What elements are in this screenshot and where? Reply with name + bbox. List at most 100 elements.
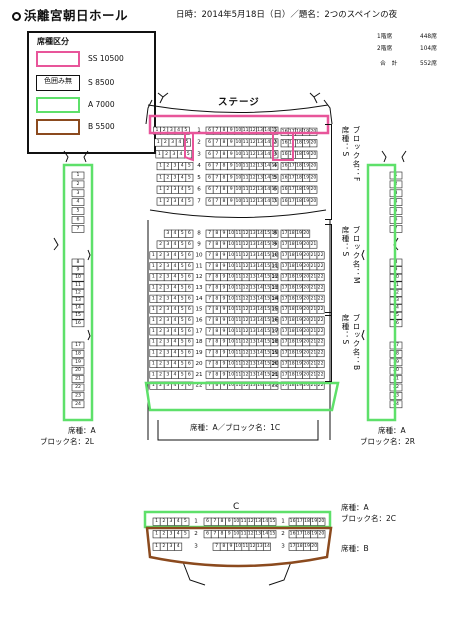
seat-number: 19 [296,360,302,366]
venue-logo: 浜離宮朝日ホール [12,5,128,24]
seat: 4 [171,251,179,260]
seat-number: 20 [75,367,81,373]
seat: 6 [185,316,194,325]
seat: 16 [270,370,279,379]
seat-box [316,305,325,314]
seat-box [309,185,318,194]
seat: 2 [156,283,165,292]
row-number: 22 [195,383,202,389]
seat: 3 [163,370,172,379]
seat: 7 [205,262,214,271]
seat: 15 [263,229,272,238]
seat-number: 12 [243,317,249,323]
seat: 9 [227,138,236,147]
seat-number: 14 [257,317,263,323]
seat: 13 [248,370,257,379]
seat-number: 5 [181,328,184,334]
row-number: 16 [195,318,203,324]
seat-number: 10 [228,284,234,290]
seat-number: 19 [296,371,302,377]
seat-number: 21 [310,284,316,290]
seat-number: 11 [235,328,241,334]
seat: 2 [156,262,165,271]
seat-number: 2 [159,350,162,356]
seat: 14 [263,197,272,206]
seat-number: 8 [221,518,224,524]
seat-number: 16 [271,382,277,388]
seat: 2 [159,517,168,526]
seat-number: 8 [215,339,218,345]
seat-number: 4 [174,230,177,236]
seat-number: 11 [243,127,249,133]
seat: 11 [241,185,250,194]
seat: 10 [232,517,241,526]
seat-box [270,240,279,249]
seat: 20 [302,262,311,271]
seat: 3 [163,305,172,314]
seat-number: 4 [181,174,184,180]
row-number: 10 [271,252,279,258]
seat-number: 10 [75,274,81,280]
seat-number: 1 [159,186,162,192]
seat: 18 [287,240,296,249]
seat-box [316,349,325,358]
seat: 13 [255,542,264,551]
seat-number: 10 [228,295,234,301]
seat: 2 [159,542,168,551]
seat-number: 9 [230,127,233,133]
seat-box [270,316,279,325]
seat-number: 19 [303,140,309,146]
seat-box [270,327,279,336]
seat: 1 [149,338,158,347]
seat-number: 3 [166,230,169,236]
seat-number: 15 [264,360,270,366]
seat: 18 [71,350,85,358]
seat: 6 [185,349,194,358]
seat: 5 [183,138,191,147]
seat-number: 8 [221,531,224,537]
seat-number: 9 [223,306,226,312]
seat: 21 [309,283,318,292]
seat-number: 10 [228,252,234,258]
seat-number: 6 [208,186,211,192]
seat-number: 20 [303,274,309,280]
seat-number: 22 [318,371,324,377]
seat-number: 15 [271,198,277,204]
seat-number: 4 [181,186,184,192]
seat-number: 11 [243,151,249,157]
seat-box [185,294,194,303]
block-b-bracket [325,312,332,382]
seat-number: 15 [264,350,270,356]
seat-number: 7 [208,339,211,345]
seat: 2 [163,173,172,182]
zone-b-c [145,526,333,568]
seat-number: 14 [262,518,268,524]
seat-box [185,185,194,194]
seat-number: 2 [165,151,168,157]
row-number: 5 [197,175,201,181]
seat: 2 [159,530,168,539]
seat-number: 14 [257,263,263,269]
seat: 10 [227,316,236,325]
seat-box [71,171,85,180]
seat: 18 [287,262,296,271]
seat: 20 [71,366,85,375]
row-number: 2 [281,531,285,537]
seat: 6 [185,294,194,303]
seat-box [71,281,85,290]
seat-number: 10 [235,174,241,180]
seat: 17 [280,229,289,238]
seat-number: 5 [188,174,191,180]
row-number: 4 [273,163,277,169]
seat: 12 [241,251,250,260]
seat: 2 [156,273,165,282]
seat-number: 20 [318,518,324,524]
seat-number: 3 [174,174,177,180]
seat: 2 [156,294,165,303]
seat: 3 [163,283,172,292]
block-f-bracket [325,124,332,220]
seat-number: 17 [297,531,303,537]
seat: 9 [220,273,228,282]
row-number: 22 [271,383,278,389]
